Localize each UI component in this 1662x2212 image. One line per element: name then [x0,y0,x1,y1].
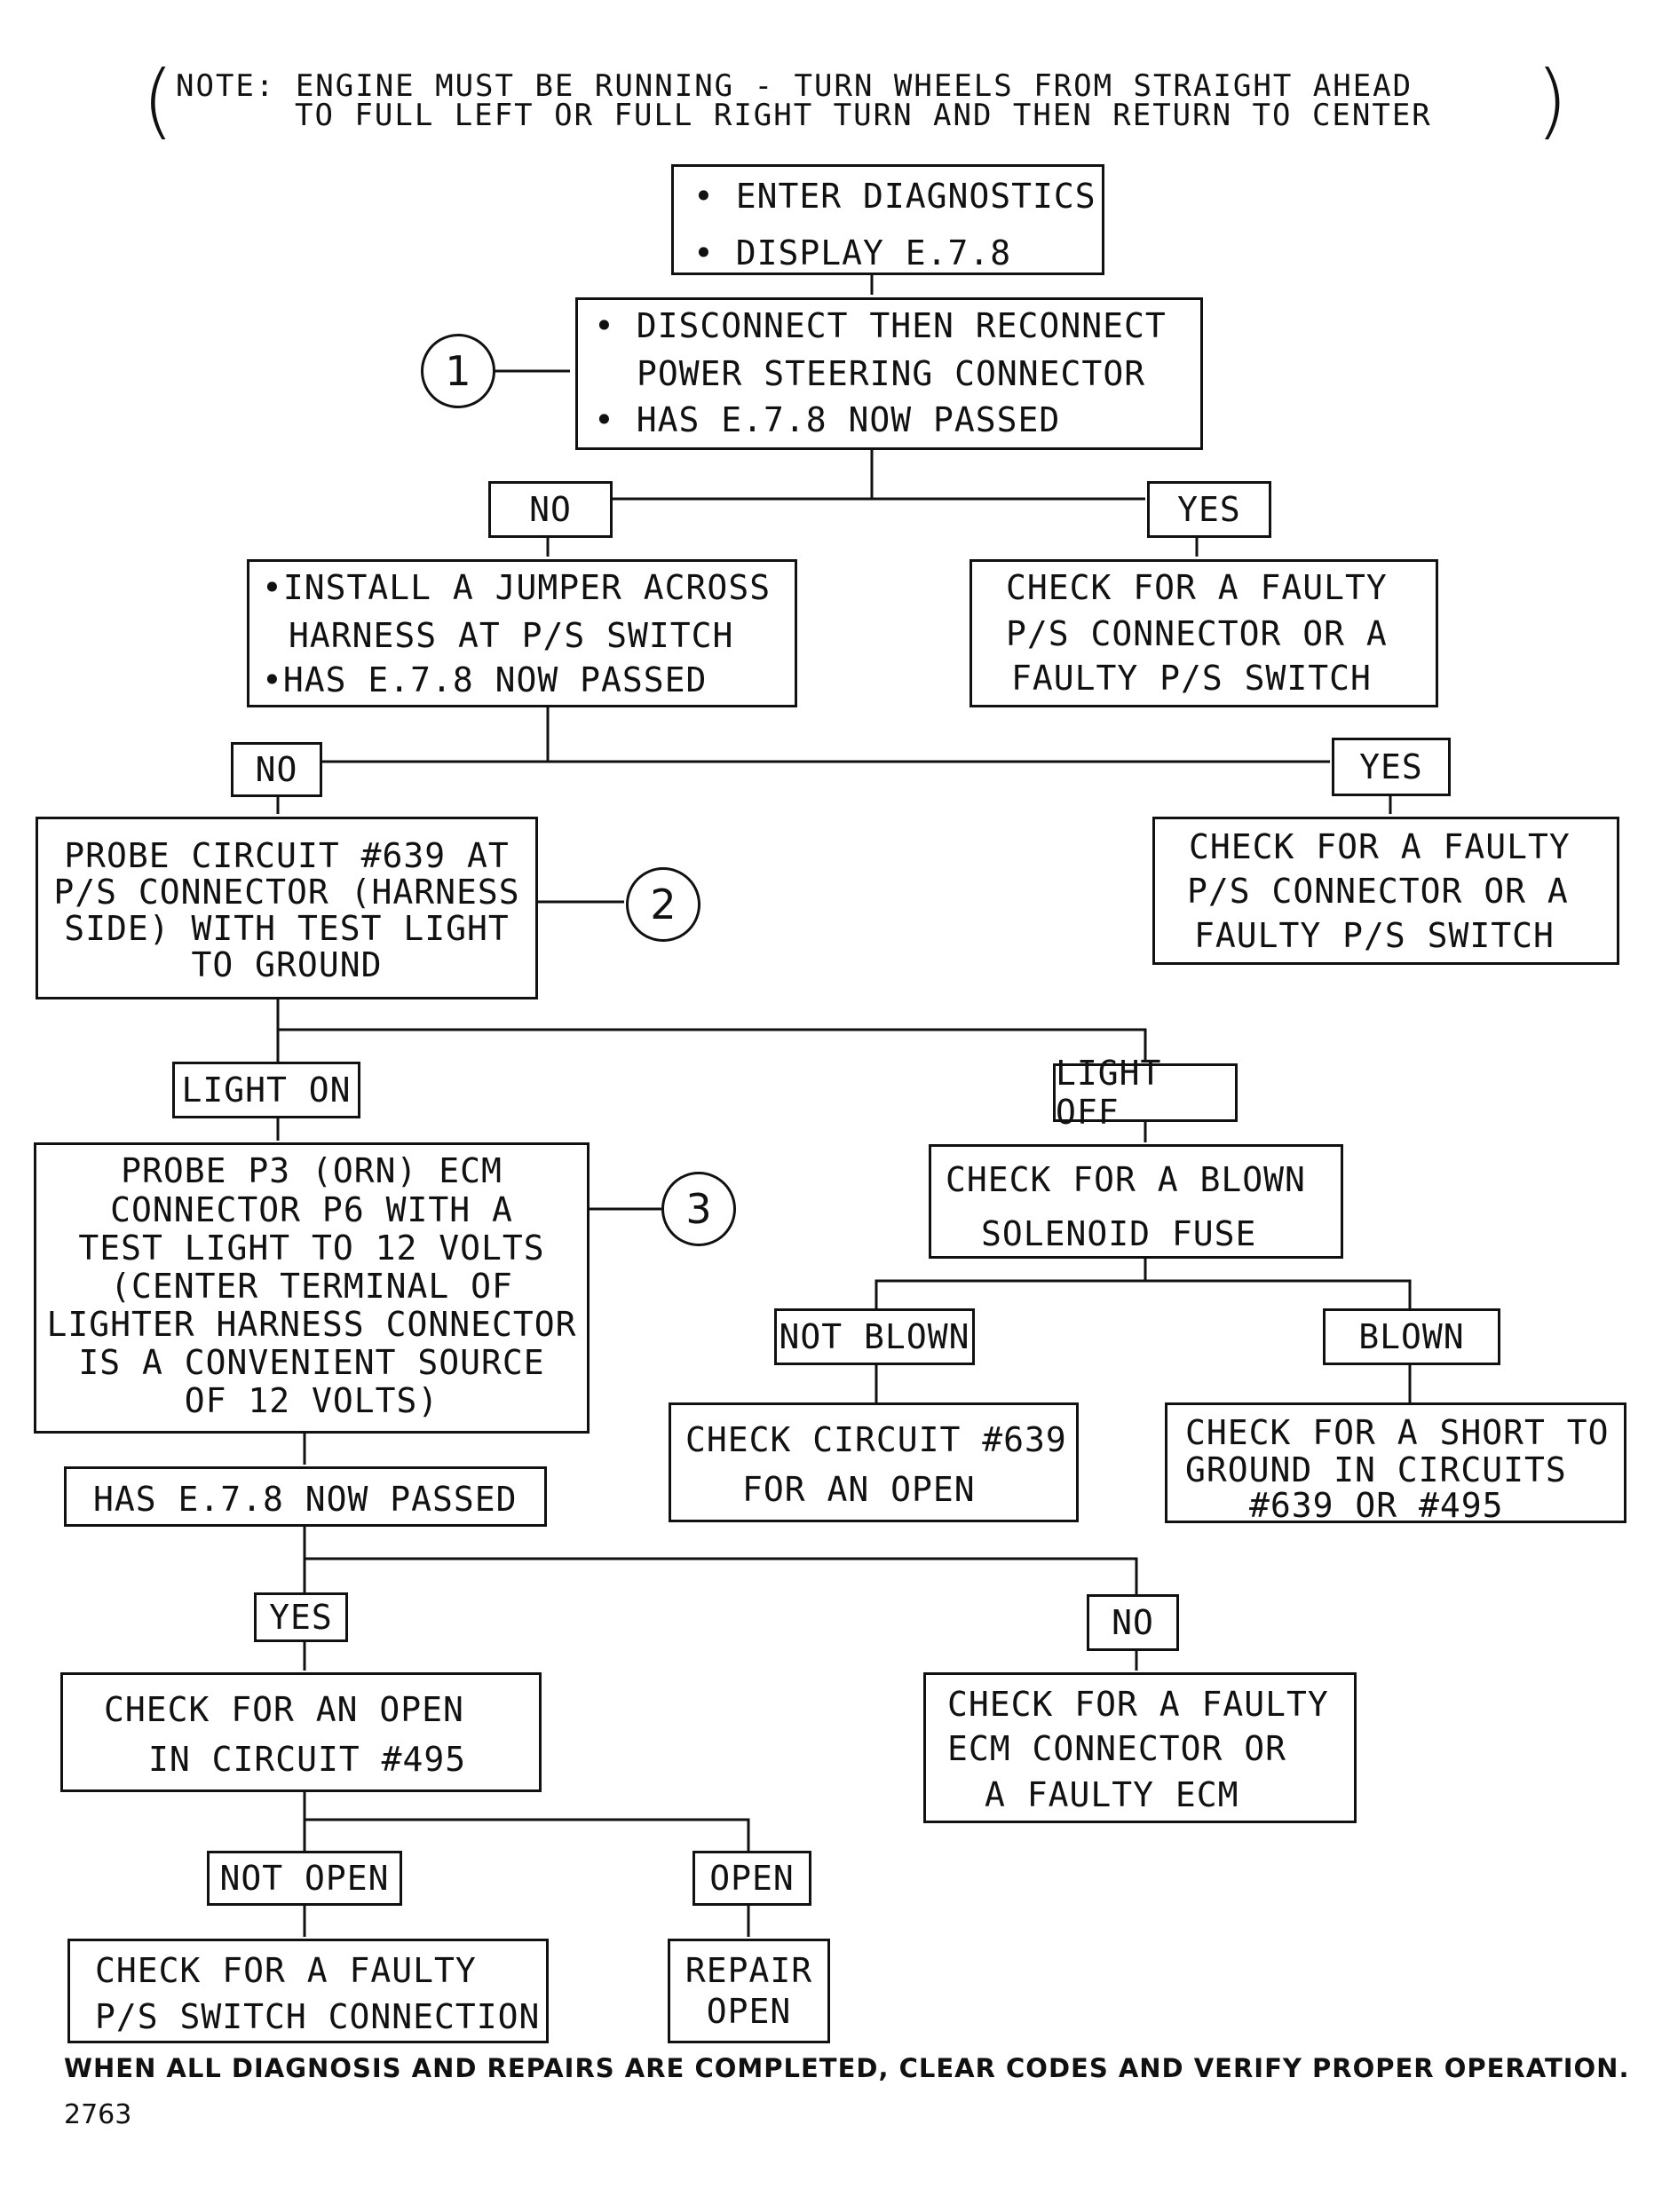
step-install-jumper: •INSTALL A JUMPER ACROSS HARNESS AT P/S … [247,559,797,707]
note-left-paren: ( [142,53,174,148]
step-text: CHECK FOR AN OPEN [104,1690,464,1729]
label-not-blown: NOT BLOWN [774,1308,975,1365]
step-text: LIGHTER HARNESS CONNECTOR [46,1305,577,1344]
step-check-circuit-639-open: CHECK CIRCUIT #639 FOR AN OPEN [669,1402,1079,1522]
label-not-open: NOT OPEN [207,1851,402,1906]
label-yes-3: YES [254,1592,348,1642]
footer-instruction: WHEN ALL DIAGNOSIS AND REPAIRS ARE COMPL… [64,2053,1630,2083]
step-text: ECM CONNECTOR OR [947,1729,1287,1768]
step-check-faulty-ecm: CHECK FOR A FAULTY ECM CONNECTOR OR A FA… [923,1672,1357,1823]
step-text: P/S CONNECTOR OR A [1187,872,1569,911]
step-text: OF 12 VOLTS) [184,1381,439,1420]
step-text: CHECK FOR A FAULTY [1189,827,1571,866]
callout-circle-2: 2 [626,867,700,942]
step-text: POWER STEERING CONNECTOR [637,354,1146,393]
step-check-blown-fuse: CHECK FOR A BLOWN SOLENOID FUSE [929,1144,1343,1259]
label-no-1: NO [488,481,613,538]
step-text: • DISCONNECT THEN RECONNECT [594,306,1167,345]
step-text: IS A CONVENIENT SOURCE [78,1343,545,1382]
step-text: TO GROUND [191,945,383,984]
step-probe-p3-ecm: PROBE P3 (ORN) ECM CONNECTOR P6 WITH A T… [34,1142,590,1434]
step-text: SOLENOID FUSE [981,1214,1257,1253]
step-text: OPEN [706,1992,792,2031]
step-text: FAULTY P/S SWITCH [1194,916,1555,955]
step-text: • HAS E.7.8 NOW PASSED [594,400,1061,439]
step-text: FOR AN OPEN [742,1470,976,1509]
step-text: SIDE) WITH TEST LIGHT [64,909,510,948]
step-disconnect-reconnect: • DISCONNECT THEN RECONNECT POWER STEERI… [575,297,1203,450]
step-probe-circuit-639: PROBE CIRCUIT #639 AT P/S CONNECTOR (HAR… [36,817,538,999]
step-text: CHECK FOR A BLOWN [946,1160,1306,1199]
step-has-e78-passed: HAS E.7.8 NOW PASSED [64,1466,547,1527]
step-check-faulty-connector-2: CHECK FOR A FAULTY P/S CONNECTOR OR A FA… [1152,817,1619,965]
step-text: •HAS E.7.8 NOW PASSED [262,660,708,699]
step-text: CHECK FOR A SHORT TO [1185,1413,1610,1452]
step-text: HARNESS AT P/S SWITCH [289,616,734,655]
step-text: #639 OR #495 [1249,1486,1504,1525]
step-text: P/S CONNECTOR OR A [1006,614,1388,653]
step-check-open-circuit-495: CHECK FOR AN OPEN IN CIRCUIT #495 [60,1672,542,1792]
figure-number: 2763 [64,2099,132,2130]
step-text: HAS E.7.8 NOW PASSED [93,1480,518,1519]
step-text: PROBE P3 (ORN) ECM [121,1151,503,1190]
note-right-paren: ) [1536,53,1568,148]
step-text: • ENTER DIAGNOSTICS [693,177,1096,216]
step-text: P/S CONNECTOR (HARNESS [53,873,520,912]
step-text: REPAIR [685,1951,813,1990]
label-light-off: LIGHT OFF [1053,1054,1238,1132]
line-open495-down [303,1790,750,1851]
step-text: CONNECTOR P6 WITH A [110,1190,513,1229]
label-no-3: NO [1087,1594,1179,1651]
line-probe639-down [276,997,1147,1062]
step-text: •INSTALL A JUMPER ACROSS [262,568,772,607]
label-no-2: NO [231,742,322,797]
step-text: CHECK CIRCUIT #639 [685,1420,1067,1459]
step-check-faulty-connector-1: CHECK FOR A FAULTY P/S CONNECTOR OR A FA… [970,559,1438,707]
step-text: • DISPLAY E.7.8 [693,233,1012,273]
step-text: (CENTER TERMINAL OF [110,1267,513,1306]
step-text: CHECK FOR A FAULTY [1006,568,1388,607]
step-text: GROUND IN CIRCUITS [1185,1450,1567,1489]
step-text: CHECK FOR A FAULTY [95,1951,477,1990]
line-hasp-down [303,1524,1138,1596]
step-text: P/S SWITCH CONNECTION [95,1997,541,2036]
callout-circle-3: 3 [661,1172,736,1246]
step-text: TEST LIGHT TO 12 VOLTS [78,1228,545,1268]
step-text: CHECK FOR A FAULTY [947,1685,1329,1724]
label-yes-2: YES [1332,738,1451,796]
step-check-short-to-ground: CHECK FOR A SHORT TO GROUND IN CIRCUITS … [1165,1402,1626,1523]
label-blown: BLOWN [1323,1308,1500,1365]
note-line-2: TO FULL LEFT OR FULL RIGHT TURN AND THEN… [295,98,1432,133]
step-text: PROBE CIRCUIT #639 AT [64,836,510,875]
step-enter-diagnostics: • ENTER DIAGNOSTICS • DISPLAY E.7.8 [671,164,1104,275]
callout-circle-1: 1 [421,334,495,408]
step-repair-open: REPAIR OPEN [668,1939,830,2043]
line-fuse-down [875,1256,1147,1308]
label-light-on: LIGHT ON [172,1062,360,1118]
step-check-switch-connection: CHECK FOR A FAULTY P/S SWITCH CONNECTION [67,1939,549,2043]
label-yes-1: YES [1147,481,1271,538]
line-fuse-right [1145,1279,1412,1308]
step-text: A FAULTY ECM [985,1775,1239,1814]
note-line-1: NOTE: ENGINE MUST BE RUNNING - TURN WHEE… [176,68,1413,104]
label-open: OPEN [692,1851,811,1906]
step-text: IN CIRCUIT #495 [148,1740,467,1779]
step-text: FAULTY P/S SWITCH [1011,659,1372,698]
